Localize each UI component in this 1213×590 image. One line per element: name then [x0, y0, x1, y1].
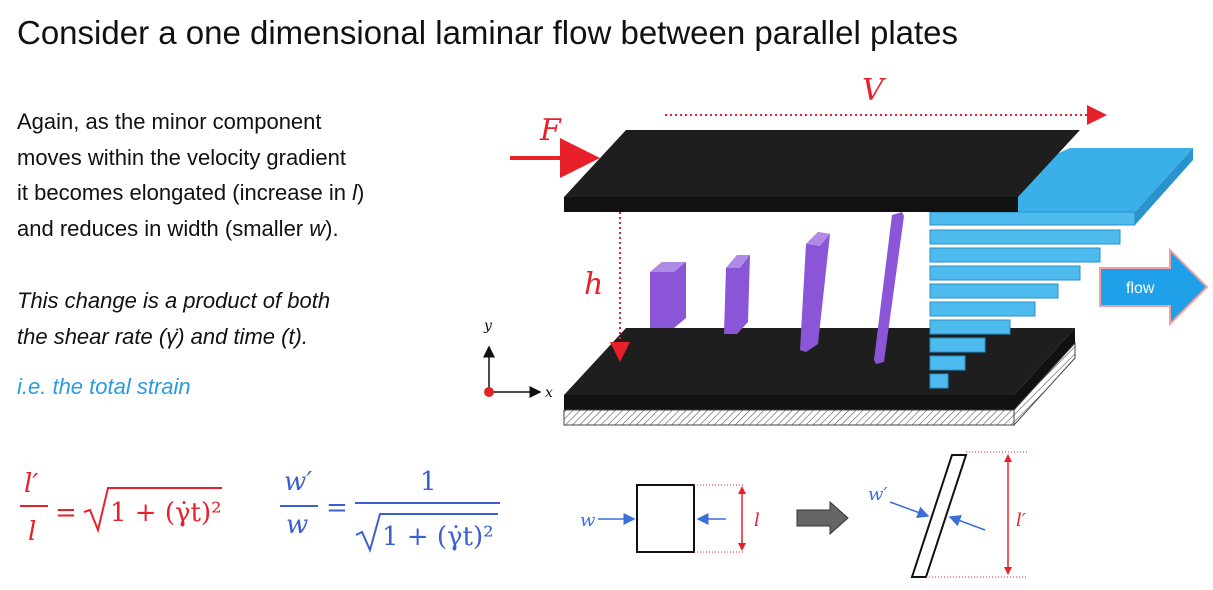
svg-text:1 + (γ̇t)²: 1 + (γ̇t)²: [382, 522, 494, 552]
svg-text:=: =: [326, 493, 348, 523]
svg-text:=: =: [55, 498, 77, 528]
total-strain-note: i.e. the total strain: [17, 374, 191, 399]
shear-paragraph: This change is a product of both the she…: [17, 283, 477, 355]
length-label: l: [754, 510, 760, 531]
eq2-rhs-numerator: 1: [420, 467, 437, 497]
force-label: F: [539, 113, 562, 148]
page-title: Consider a one dimensional laminar flow …: [17, 14, 959, 51]
length-prime-label: l′: [1016, 510, 1026, 531]
shape-before: w l: [580, 484, 760, 553]
axis-y-label: y: [483, 318, 493, 334]
flow-label: flow: [1126, 280, 1155, 297]
eq2-numerator: w′: [284, 467, 312, 497]
width-label: w: [580, 510, 596, 531]
transition-arrow: [796, 500, 849, 536]
shape-after: w′ l′: [868, 451, 1028, 578]
equation-length-ratio: l′ l = 1 + (γ̇t)²: [20, 469, 222, 547]
paragraph-line: This change is a product of both: [17, 288, 331, 313]
flow-arrow: flow: [1099, 247, 1209, 327]
paragraph-line: the shear rate (γ̇) and time (t).: [17, 324, 308, 349]
axes: y x: [483, 318, 553, 401]
width-prime-label: w′: [868, 484, 888, 505]
top-plate: [564, 130, 1080, 212]
paragraph-line: it becomes elongated (increase in l): [17, 180, 365, 205]
equation-width-ratio: w′ w = 1 1 + (γ̇t)²: [280, 467, 500, 553]
bottom-plate: [563, 328, 1076, 427]
svg-text:1 + (γ̇t)²: 1 + (γ̇t)²: [110, 498, 222, 528]
paragraph-line: and reduces in width (smaller w).: [17, 215, 339, 241]
height-label: h: [584, 267, 603, 302]
paragraph-line: moves within the velocity gradient: [17, 144, 346, 170]
velocity-label: V: [862, 73, 887, 108]
particles: [650, 212, 904, 364]
eq2-denominator: w: [286, 510, 308, 540]
axis-x-label: x: [545, 385, 553, 401]
eq1-numerator: l′: [24, 469, 38, 499]
paragraph-line: Again, as the minor component: [17, 109, 322, 134]
description-paragraph: Again, as the minor component moves with…: [17, 104, 477, 246]
eq1-denominator: l: [28, 517, 36, 547]
